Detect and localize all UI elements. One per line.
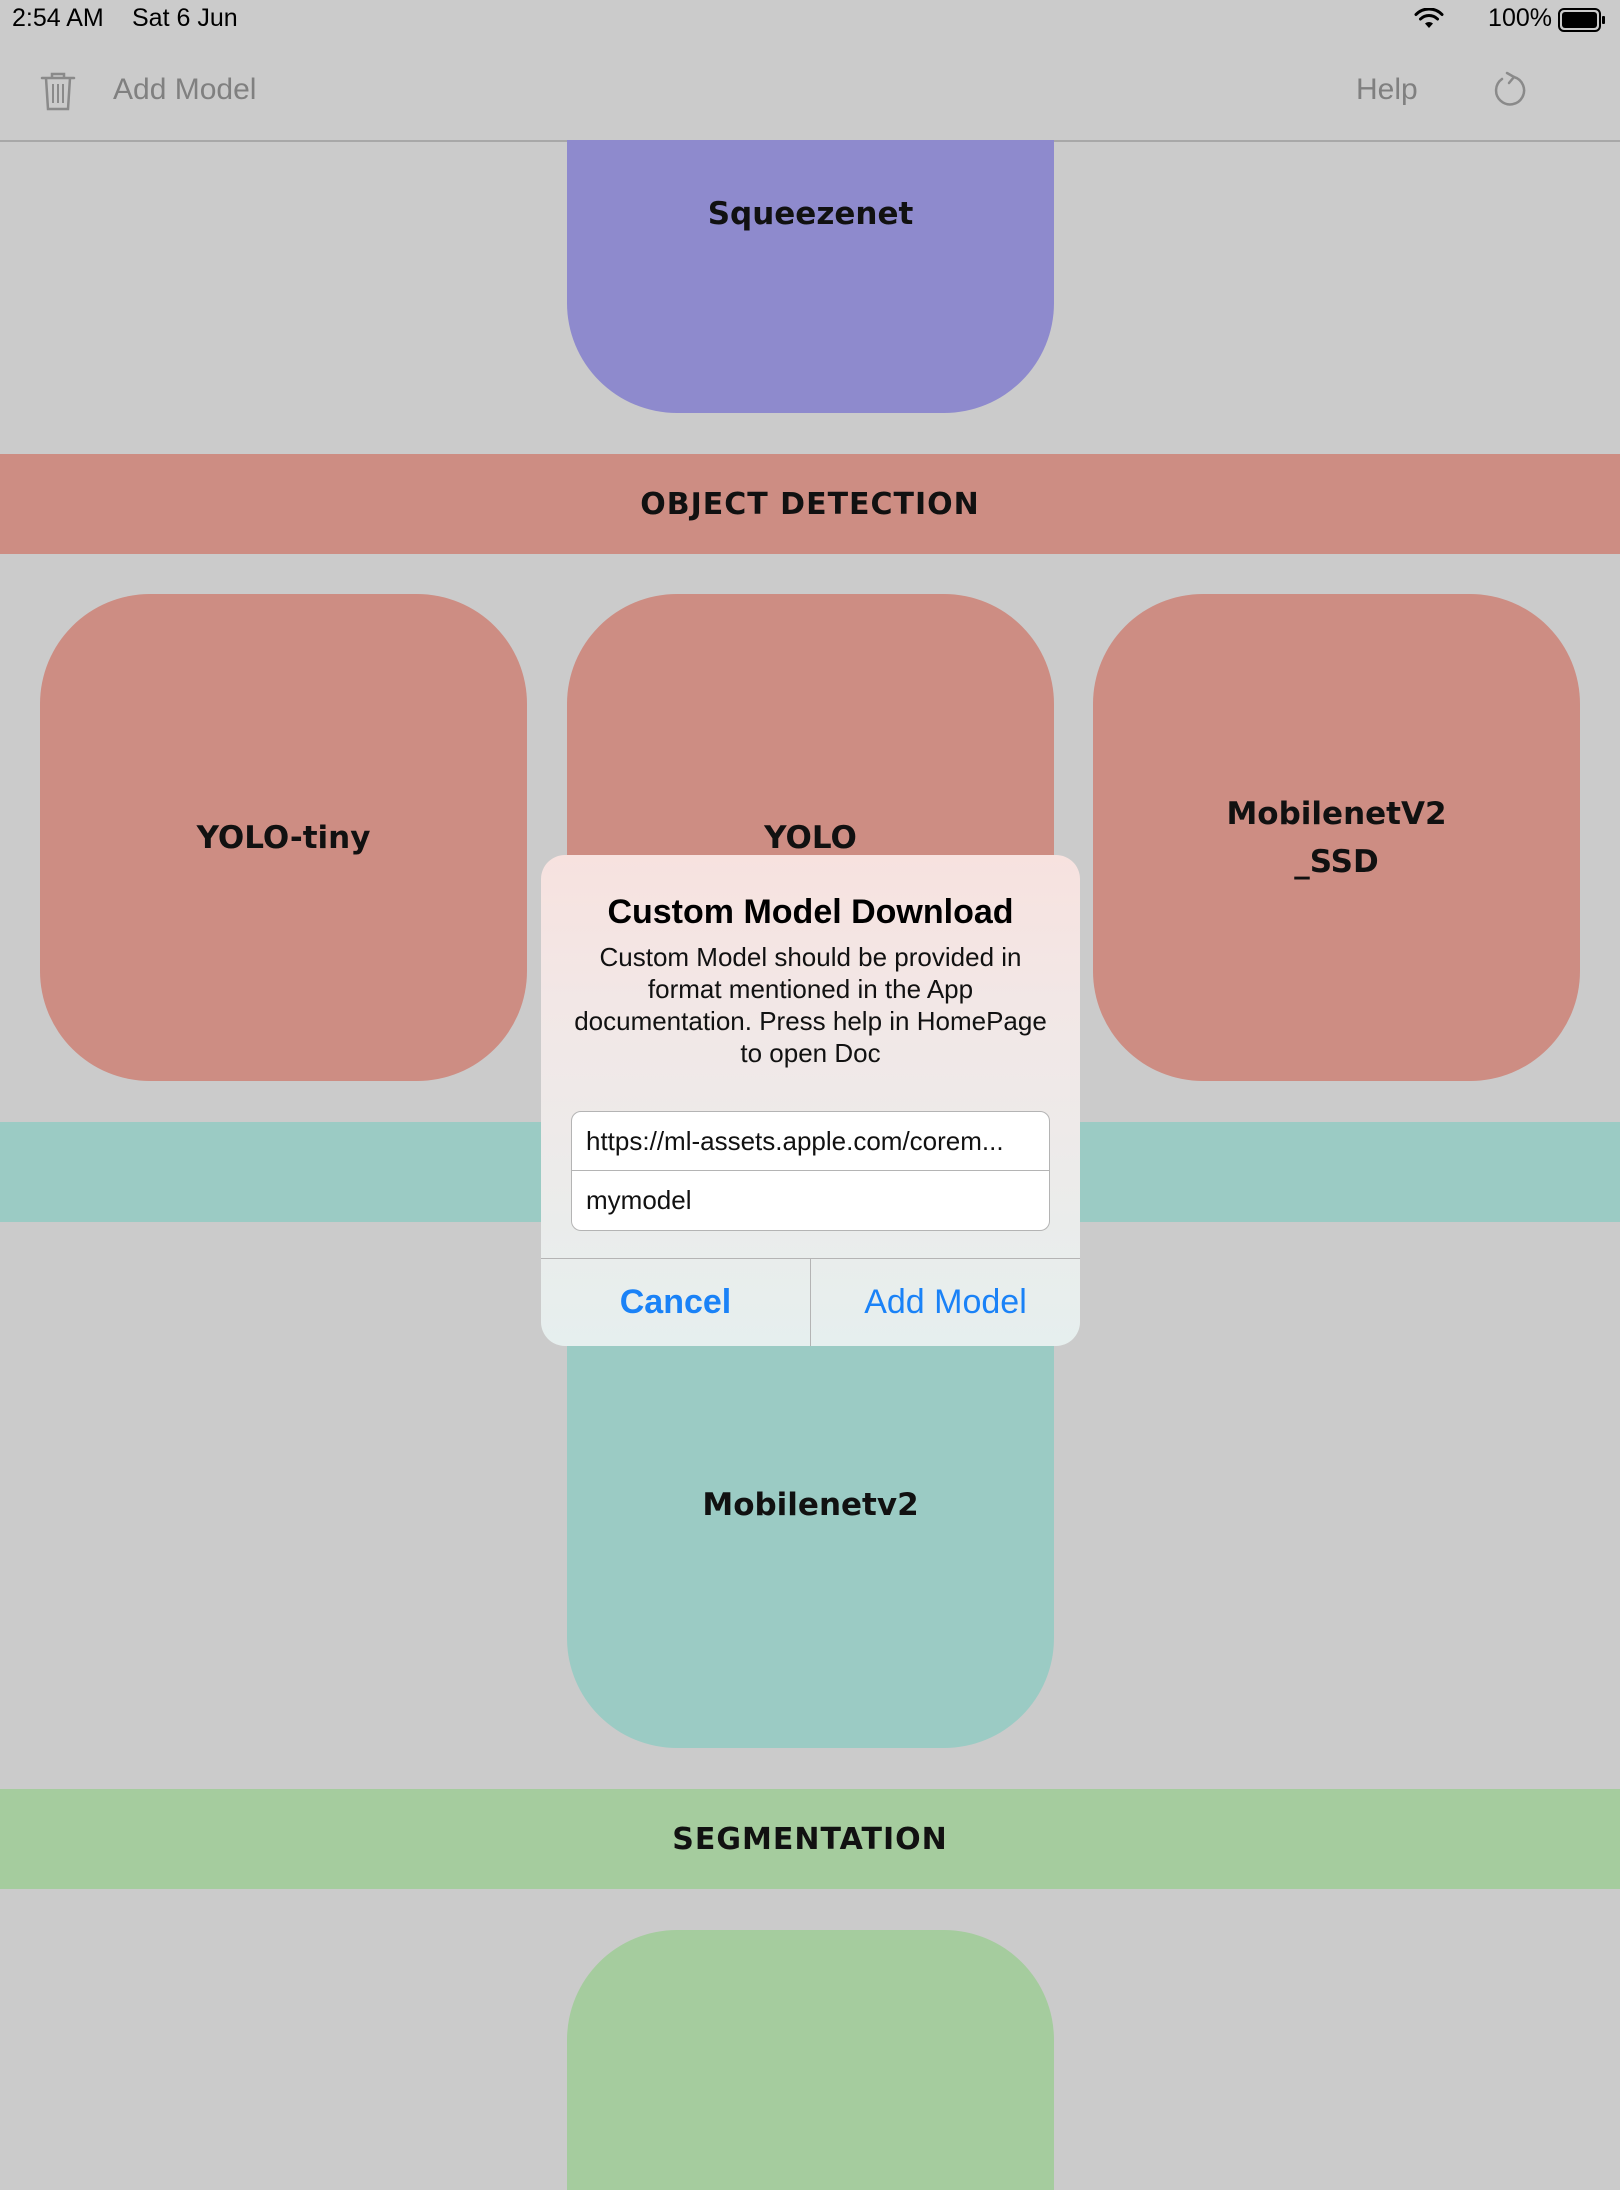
dialog-title: Custom Model Download (607, 893, 1014, 931)
cancel-button[interactable]: Cancel (619, 1283, 732, 1321)
model-tile-squeezenet[interactable]: Squeezenet (567, 140, 1054, 413)
model-tile-segmentation[interactable] (567, 1930, 1054, 2190)
model-tile-yolo-tiny[interactable]: YOLO-tiny (40, 594, 527, 1081)
model-tile-label: Mobilenetv2 (702, 1487, 919, 1523)
custom-model-dialog: Custom Model Download Custom Model shoul… (541, 855, 1080, 1346)
status-time: 2:54 AM (12, 4, 104, 32)
add-model-nav-button[interactable]: Add Model (113, 73, 257, 106)
section-header-object-detection: OBJECT DETECTION (0, 454, 1620, 554)
section-title: OBJECT DETECTION (640, 486, 980, 522)
help-button[interactable]: Help (1356, 73, 1418, 106)
battery-percentage: 100% (1488, 4, 1552, 32)
battery-icon (1558, 8, 1605, 32)
status-bar: 2:54 AM Sat 6 Jun 100% (0, 0, 1620, 40)
navigation-bar: Add Model Help (0, 40, 1620, 142)
model-tile-mobilenetv2-ssd[interactable]: MobilenetV2 _SSD (1093, 594, 1580, 1081)
model-url-field[interactable]: https://ml-assets.apple.com/corem... (571, 1111, 1050, 1171)
model-tile-label: MobilenetV2 _SSD (1226, 795, 1447, 880)
model-tile-label: Squeezenet (707, 196, 914, 232)
refresh-icon[interactable] (1490, 70, 1530, 110)
section-header-segmentation: SEGMENTATION (0, 1789, 1620, 1889)
section-title: SEGMENTATION (672, 1821, 948, 1857)
model-tile-label: YOLO-tiny (196, 819, 371, 856)
wifi-icon (1414, 8, 1444, 28)
add-model-button[interactable]: Add Model (864, 1283, 1027, 1321)
status-date: Sat 6 Jun (132, 4, 238, 32)
dialog-message: Custom Model should be provided in forma… (574, 942, 1047, 1068)
model-tile-label: YOLO (764, 819, 857, 856)
model-name-field[interactable]: mymodel (571, 1171, 1050, 1231)
trash-icon[interactable] (38, 70, 78, 112)
dialog-button-divider (810, 1258, 811, 1346)
